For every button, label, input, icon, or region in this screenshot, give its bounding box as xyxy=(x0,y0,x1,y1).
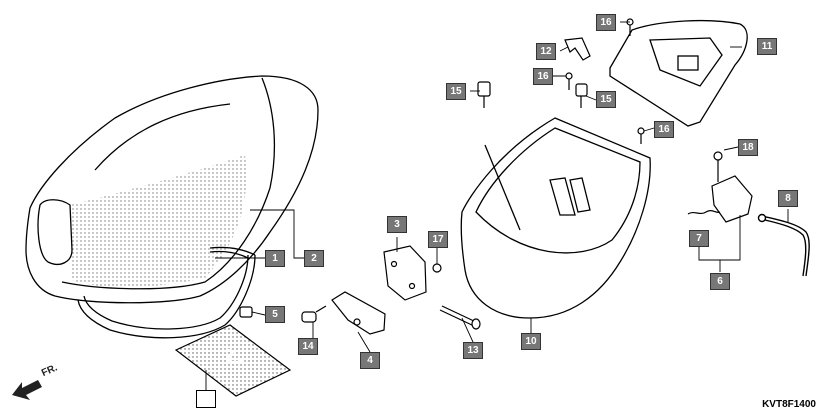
callout-8: 8 xyxy=(778,190,798,207)
seat-drawing xyxy=(25,75,319,304)
rear-bracket xyxy=(609,19,748,127)
latch-assembly xyxy=(687,151,753,223)
callout-12: 12 xyxy=(536,43,556,60)
seat-base-frame xyxy=(77,246,256,339)
callout-16c: 16 xyxy=(654,121,674,138)
diagram-code: KVT8F1400 xyxy=(762,399,816,410)
callout-18: 18 xyxy=(738,139,758,156)
callout-15b: 15 xyxy=(596,91,616,108)
cable-8 xyxy=(757,213,810,277)
callout-16a: 16 xyxy=(596,14,616,31)
callout-17: 17 xyxy=(428,231,448,248)
callout-5: 5 xyxy=(265,306,285,323)
callout-4: 4 xyxy=(360,352,380,369)
callout-7: 7 xyxy=(689,230,709,247)
callout-16b: 16 xyxy=(533,68,553,85)
hinge-bracket xyxy=(383,245,442,301)
callout-10: 10 xyxy=(521,333,541,350)
front-arrow xyxy=(12,380,42,400)
bolt-13 xyxy=(439,305,481,330)
callout-6: 6 xyxy=(710,273,730,290)
lock-part xyxy=(331,291,386,335)
callout-2: 2 xyxy=(304,250,324,267)
callout-14: 14 xyxy=(298,338,318,355)
callout-11: 11 xyxy=(757,38,777,55)
seat-mat xyxy=(174,324,292,397)
callout-3: 3 xyxy=(387,216,407,233)
luggage-box xyxy=(460,117,651,319)
callout-blank xyxy=(196,390,216,408)
callout-1: 1 xyxy=(265,250,285,267)
callout-15a: 15 xyxy=(446,83,466,100)
clip-12 xyxy=(564,37,591,61)
fasteners xyxy=(239,305,327,323)
callout-13: 13 xyxy=(463,342,483,359)
leader-lines xyxy=(205,21,789,390)
